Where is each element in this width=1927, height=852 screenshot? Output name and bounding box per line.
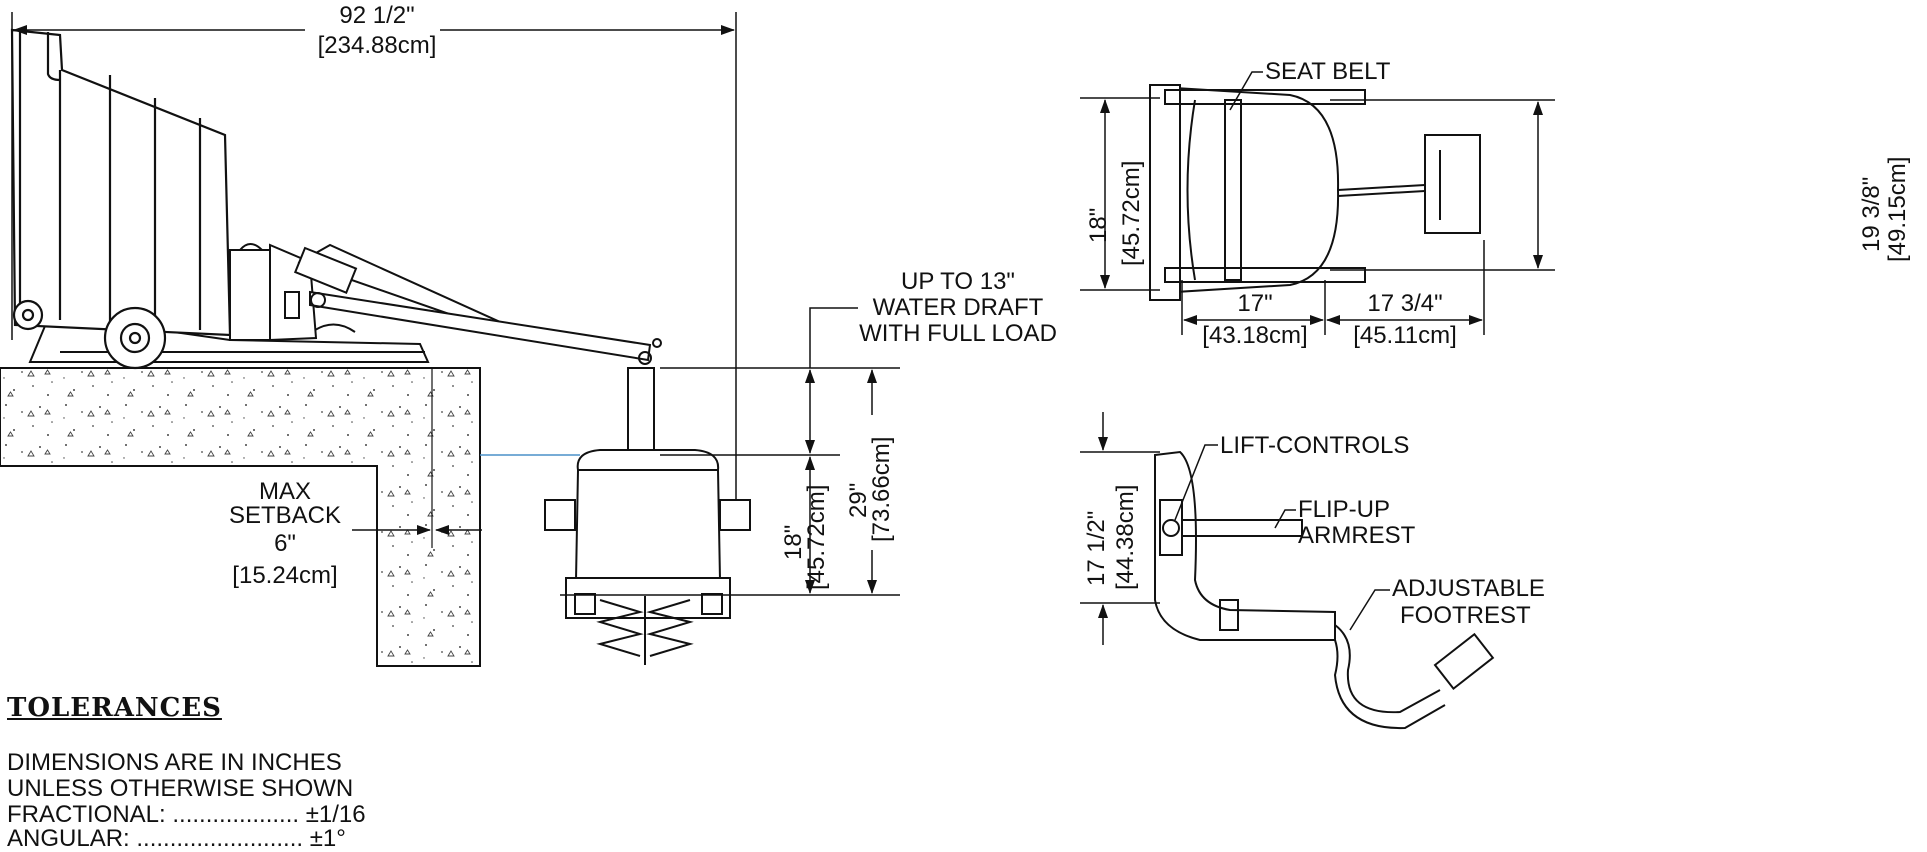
- total-depth-cm-value: 73.66cm: [868, 443, 895, 536]
- top-overall-width-in: 19 3/8": [1858, 176, 1885, 252]
- overall-length-cm-value: 234.88cm: [324, 32, 430, 59]
- side-height-cm: [44.38cm]: [1112, 484, 1139, 590]
- water-draft-line-1: UP TO 13": [901, 268, 1015, 295]
- side-view-dimensions: [1080, 412, 1390, 645]
- seat-height-cm: [45.72cm]: [803, 484, 830, 590]
- seat-height-cm-value: 45.72cm: [803, 491, 830, 584]
- tolerances-line-2: UNLESS OTHERWISE SHOWN: [7, 775, 354, 802]
- depth-dimensions: [560, 307, 900, 596]
- max-setback-in: 6": [274, 530, 296, 557]
- top-seat-depth-cm-value: 43.18cm: [1208, 322, 1302, 349]
- lift-controls-label: LIFT-CONTROLS: [1220, 432, 1410, 459]
- top-overall-width-cm: [49.15cm]: [1884, 156, 1911, 262]
- top-view-dimensions: [1080, 71, 1555, 335]
- side-view: [1154, 450, 1495, 730]
- max-setback-label: MAX: [258, 478, 311, 505]
- top-seat-depth-cm: [43.18cm]: [1202, 322, 1308, 349]
- overall-length-in: 92 1/2": [339, 2, 415, 29]
- max-setback-cm-value: 15.24cm: [238, 562, 332, 589]
- top-overall-width-cm-value: 49.15cm: [1884, 163, 1911, 256]
- pool-deck: [0, 367, 481, 667]
- lift-chair-side: [544, 449, 751, 665]
- side-height-in: 17 1/2": [1083, 510, 1110, 586]
- water-draft-line-3: WITH FULL LOAD: [859, 320, 1057, 347]
- top-seat-width-cm-value: 45.72cm: [1118, 167, 1145, 260]
- total-depth-cm: [73.66cm]: [868, 436, 895, 542]
- top-footrest-reach-cm-value: 45.11cm: [1359, 322, 1451, 349]
- top-seat-width-cm: [45.72cm]: [1118, 160, 1145, 266]
- top-footrest-reach-cm: [45.11cm]: [1353, 322, 1457, 349]
- overall-length-cm: [234.88cm]: [317, 32, 437, 59]
- top-seat-width-in: 18": [1085, 207, 1112, 243]
- flip-up-armrest-line-1: FLIP-UP: [1298, 496, 1391, 523]
- tolerances-line-3: FRACTIONAL: ................... ±1/16: [7, 801, 366, 828]
- mobile-cart: [10, 28, 232, 370]
- tolerances-line-4: ANGULAR: ......................... ±1°: [7, 825, 346, 852]
- overall-length-dimension: [11, 12, 737, 500]
- water-draft-line-2: WATER DRAFT: [872, 294, 1044, 321]
- adjustable-footrest-line-1: ADJUSTABLE: [1392, 575, 1545, 602]
- tolerances-heading: TOLERANCES: [7, 693, 222, 723]
- top-view: [1149, 84, 1481, 301]
- flip-up-armrest-line-2: ARMREST: [1298, 522, 1416, 549]
- top-footrest-reach-in: 17 3/4": [1367, 290, 1443, 317]
- adjustable-footrest-line-2: FOOTREST: [1400, 602, 1531, 629]
- max-setback-label-2: SETBACK: [228, 502, 342, 529]
- max-setback-cm: [15.24cm]: [232, 562, 338, 589]
- tolerances-line-1: DIMENSIONS ARE IN INCHES: [7, 749, 342, 776]
- top-seat-depth-in: 17": [1237, 290, 1273, 317]
- lift-boom: [229, 243, 662, 461]
- seat-belt-label: SEAT BELT: [1265, 58, 1391, 85]
- side-height-cm-value: 44.38cm: [1112, 491, 1139, 584]
